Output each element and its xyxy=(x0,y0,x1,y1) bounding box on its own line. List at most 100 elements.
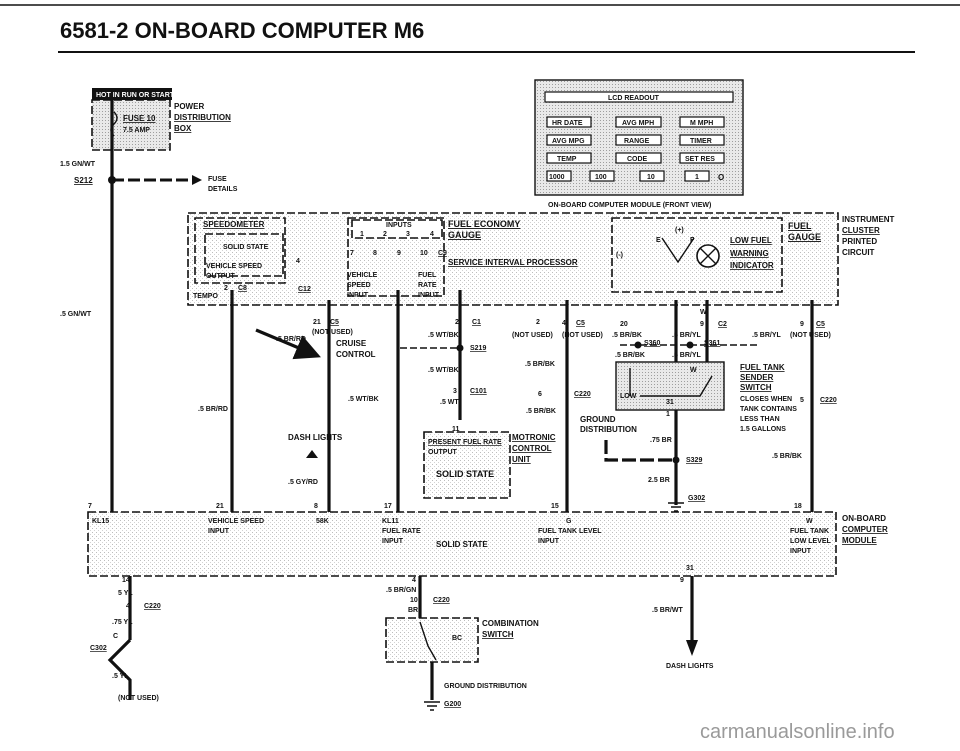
pfr-output: OUTPUT xyxy=(428,449,458,456)
motronic-unit: UNIT xyxy=(512,455,531,464)
ftl-input: INPUT xyxy=(538,538,560,545)
pin-top-2: 2 xyxy=(383,231,387,238)
ic-l1: INSTRUMENT xyxy=(842,215,895,224)
indicator-label: INDICATOR xyxy=(730,261,774,270)
r-6: 6 xyxy=(538,391,542,398)
closes-1: CLOSES WHEN xyxy=(740,396,792,403)
g302: G302 xyxy=(688,495,705,502)
fri-rate: RATE xyxy=(418,282,437,289)
vso-label: VEHICLE SPEED xyxy=(206,263,262,270)
btn-avg-mpg: AVG MPG xyxy=(552,138,585,145)
r-20: 20 xyxy=(620,321,628,328)
sender: SENDER xyxy=(740,373,774,382)
s329: S329 xyxy=(686,457,702,464)
ic-l2: CLUSTER xyxy=(842,226,880,235)
c1-2: 2 xyxy=(455,319,459,326)
mp-8: 8 xyxy=(314,503,318,510)
mp-9: 9 xyxy=(680,577,684,584)
r-c220b: C220 xyxy=(820,397,837,404)
solid-state-label: SOLID STATE xyxy=(223,244,269,251)
mp-14: 14 xyxy=(122,577,130,584)
dash-lights: DASH LIGHTS xyxy=(288,433,343,442)
r-5: 5 xyxy=(800,397,804,404)
btn-set-res: SET RES xyxy=(685,156,715,163)
mp-15: 15 xyxy=(551,503,559,510)
fuse-box xyxy=(91,99,171,151)
gauge-label: GAUGE xyxy=(448,230,481,240)
vsi-vehicle: VEHICLE xyxy=(347,272,378,279)
c5-label: C5 xyxy=(330,319,339,326)
obc-1: ON-BOARD xyxy=(842,514,886,523)
s361: S361 xyxy=(704,340,720,347)
gauge-minus: (-) xyxy=(616,252,623,259)
b-dash-lights: DASH LIGHTS xyxy=(666,663,714,670)
pin-mid-8: 8 xyxy=(373,250,377,257)
combination: COMBINATION xyxy=(482,619,539,628)
low-fuel-label: LOW FUEL xyxy=(730,236,772,245)
b-c302: C302 xyxy=(90,645,107,652)
pin-11: 11 xyxy=(452,426,460,433)
motronic: MOTRONIC xyxy=(512,433,556,442)
r-1: 1 xyxy=(666,411,670,418)
splice-s329 xyxy=(672,456,680,464)
r-brbk2: .5 BR/BK xyxy=(615,352,645,359)
mid-solid-state: SOLID STATE xyxy=(436,469,494,479)
motronic-control: CONTROL xyxy=(512,444,552,453)
mid-brrd2: .5 BR/RD xyxy=(198,406,228,413)
gauge-plus: (+) xyxy=(675,227,684,234)
r-not-used2: (NOT USED) xyxy=(512,332,553,339)
mid-not-used: (NOT USED) xyxy=(312,329,353,336)
b-not-used: (NOT USED) xyxy=(118,695,159,702)
r-25br: 2.5 BR xyxy=(648,477,670,484)
b-brwt: .5 BR/WT xyxy=(652,607,683,614)
btn-zero: O xyxy=(718,173,724,182)
lcd-readout xyxy=(544,91,734,103)
r-bryl3: .5 BR/YL xyxy=(672,352,702,359)
btn-100: 100 xyxy=(595,174,607,181)
fuse-details-1: FUSE xyxy=(208,176,227,183)
r-brbk3: .5 BR/BK xyxy=(525,361,555,368)
pin-c12: C12 xyxy=(298,286,311,293)
instrument-cluster xyxy=(187,212,839,306)
solid-state-box xyxy=(204,233,284,277)
splice-s361 xyxy=(686,341,694,349)
mid-gyrd: .5 GY/RD xyxy=(288,479,318,486)
s219: S219 xyxy=(470,345,486,352)
vsi-input: INPUT xyxy=(347,292,369,299)
mp-7: 7 xyxy=(88,503,92,510)
sender-w: W xyxy=(690,367,697,374)
pin-mid-9: 9 xyxy=(397,250,401,257)
speedometer-label: SPEEDOMETER xyxy=(203,220,265,229)
cruise-wire xyxy=(255,328,321,360)
fuse-details-2: DETAILS xyxy=(208,186,238,193)
s360: S360 xyxy=(644,340,660,347)
fuel-tank-level: FUEL TANK LEVEL xyxy=(538,528,602,535)
fuel-gauge-2: GAUGE xyxy=(788,232,821,242)
fuel-economy-label: FUEL ECONOMY xyxy=(448,219,520,229)
pin-top-3: 3 xyxy=(406,231,410,238)
warning-label: WARNING xyxy=(730,249,769,258)
mid-wtbk: .5 WT/BK xyxy=(428,332,459,339)
mp-18: 18 xyxy=(794,503,802,510)
b-bc: BC xyxy=(452,635,462,642)
wire-1-5-gnwt: 1.5 GN/WT xyxy=(60,161,96,168)
ground-dist-bus xyxy=(604,440,676,462)
distribution-label: DISTRIBUTION xyxy=(580,425,637,434)
kl11: KL11 xyxy=(382,518,399,525)
c5-21: 21 xyxy=(313,319,321,326)
power-line3: BOX xyxy=(174,124,192,133)
splice-s212: S212 xyxy=(74,176,93,185)
btn-m-mph: M MPH xyxy=(690,120,713,127)
r-9b: 9 xyxy=(800,321,804,328)
b-c220b: C220 xyxy=(433,597,450,604)
fuel-rate-input: INPUT xyxy=(382,538,404,545)
btn-temp: TEMP xyxy=(557,156,577,163)
b-yl5: .5 YL xyxy=(112,673,129,680)
r-4: 4 xyxy=(562,320,566,327)
r-brbk4: .5 BR/BK xyxy=(526,408,556,415)
mp-17: 17 xyxy=(384,503,392,510)
power-line1: POWER xyxy=(174,102,204,111)
b-brgn: .5 BR/GN xyxy=(386,587,416,594)
gauge-coil-icon xyxy=(661,237,695,264)
